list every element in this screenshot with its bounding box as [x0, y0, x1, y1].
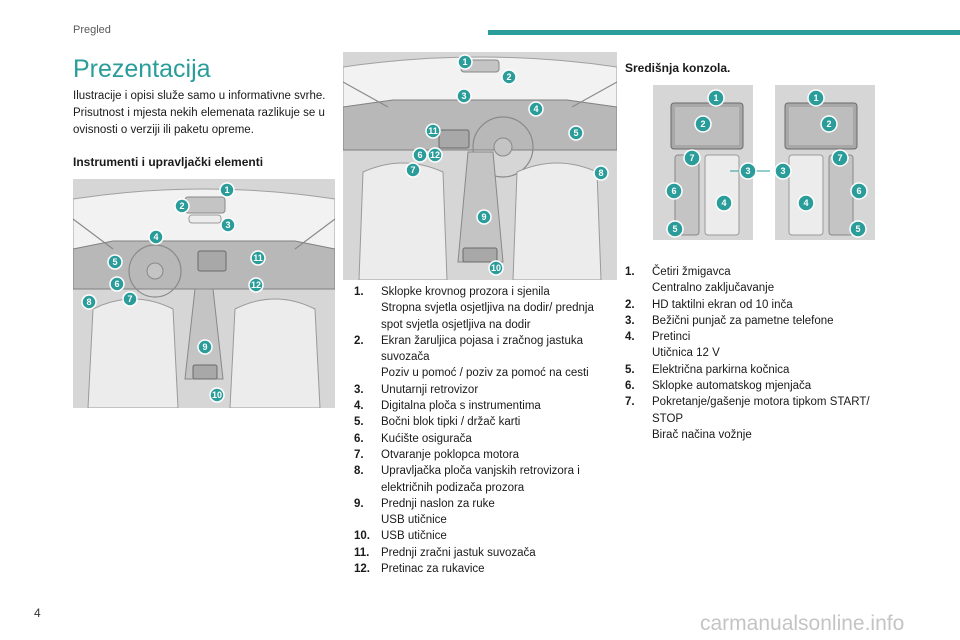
instruments-heading: Instrumenti i upravljački elementi: [73, 155, 264, 169]
legend-item: 2. Ekran žaruljica pojasa i zračnog jastu…: [354, 333, 609, 382]
legend-item: 8. Upravljačka ploča vanjskih retrovizora…: [354, 463, 609, 496]
legend-item-line: Sklopke krovnog prozora i sjenila: [381, 286, 550, 298]
legend-item-line: Kućište osigurača: [381, 432, 472, 445]
legend-item-text: Unutarnji retrovizor: [381, 382, 609, 398]
legend-item: 7. Otvaranje poklopca motora: [354, 447, 609, 463]
legend-item-text: Pretinac za rukavice: [381, 561, 609, 577]
legend-item: 11. Prednji zračni jastuk suvozača: [354, 545, 609, 561]
legend-item-line: Prednji naslon za ruke: [381, 497, 495, 510]
legend-item-number: 1.: [354, 286, 364, 298]
legend-item: 4. Digitalna ploča s instrumentima: [354, 398, 609, 414]
legend-item: 5. Bočni blok tipki / držač karti: [354, 414, 609, 430]
page-number: 4: [34, 606, 41, 620]
legend-item-number: 3.: [625, 314, 635, 327]
legend-item-line: Električna parkirna kočnica: [652, 363, 790, 376]
legend-item-line: Bočni blok tipki / držač karti: [381, 416, 521, 429]
legend-item-text: Digitalna ploča s instrumentima: [381, 398, 609, 414]
legend-item-line: Prednji zračni jastuk suvozača: [381, 546, 536, 559]
legend-item-line: Unutarnji retrovizor: [381, 383, 479, 396]
console-illustration: [653, 85, 875, 240]
header-section-label: Pregled: [73, 24, 111, 36]
legend-item-text: Kućište osigurača: [381, 431, 609, 447]
legend-item-number: 4.: [625, 331, 635, 344]
legend-item: 5. Električna parkirna kočnica: [625, 362, 887, 378]
legend-item-text: USB utičnice: [381, 528, 609, 544]
legend-item-line: Četiri žmigavca: [652, 266, 731, 278]
watermark: carmanualsonline.info: [700, 612, 905, 635]
legend-item-number: 6.: [625, 380, 635, 393]
legend-item: 3. Bežični punjač za pametne telefone: [625, 313, 887, 329]
legend-item-line: Centralno zaključavanje: [652, 282, 775, 295]
intro-paragraph: Ilustracije i opisi služe samo u informa…: [73, 90, 326, 136]
legend-item-line: Upravljačka ploča vanjskih retrovizora i…: [381, 465, 580, 494]
legend-item-number: 7.: [625, 396, 635, 409]
legend-item-number: 3.: [354, 383, 364, 396]
dashboard-illustration: [73, 179, 335, 408]
legend-item-number: 2.: [354, 334, 364, 347]
legend-item-number: 2.: [625, 298, 635, 311]
legend-item-number: 5.: [354, 416, 364, 429]
legend-item: 12. Pretinac za rukavice: [354, 561, 609, 577]
legend-item-text: Ekran žaruljica pojasa i zračnog jastuka…: [381, 333, 609, 382]
legend-item: 6. Kućište osigurača: [354, 431, 609, 447]
legend-item-number: 7.: [354, 448, 364, 461]
legend-item: 7. Pokretanje/gašenje motora tipkom START…: [625, 394, 887, 443]
legend-item-number: 6.: [354, 432, 364, 445]
legend-item: 6. Sklopke automatskog mjenjača: [625, 378, 887, 394]
legend-item-line: USB utičnice: [381, 514, 447, 527]
legend-item-text: Električna parkirna kočnica: [652, 362, 887, 378]
legend-item-number: 12.: [354, 563, 370, 576]
header-accent-bar: [488, 30, 960, 35]
legend-item-line: Sklopke automatskog mjenjača: [652, 380, 812, 393]
legend-item-number: 5.: [625, 363, 635, 376]
legend-item-text: Otvaranje poklopca motora: [381, 447, 609, 463]
legend-item-line: Pretinac za rukavice: [381, 563, 485, 576]
legend-item-text: HD taktilni ekran od 10 inča: [652, 297, 887, 313]
legend-item-line: Digitalna ploča s instrumentima: [381, 400, 541, 413]
legend-item-line: Otvaranje poklopca motora: [381, 448, 520, 461]
legend-item-line: Utičnica 12 V: [652, 347, 720, 360]
legend-item: 10. USB utičnice: [354, 528, 609, 544]
legend-item-text: Sklopke automatskog mjenjača: [652, 378, 887, 394]
legend-item-text: Prednji zračni jastuk suvozača: [381, 545, 609, 561]
legend-item-number: 4.: [354, 400, 364, 413]
legend-item-line: Pokretanje/gašenje motora tipkom START/ …: [652, 396, 870, 425]
legend-item-line: Birač načina vožnje: [652, 428, 752, 441]
legend-item-text: Bežični punjač za pametne telefone: [652, 313, 887, 329]
legend-item-line: USB utičnice: [381, 530, 447, 543]
legend-item-line: HD taktilni ekran od 10 inča: [652, 298, 793, 311]
legend-item: 3. Unutarnji retrovizor: [354, 382, 609, 398]
legend-item-line: Bežični punjač za pametne telefone: [652, 314, 834, 327]
legend-item-line: Ekran žaruljica pojasa i zračnog jastuka…: [381, 334, 583, 364]
legend-item-number: 9.: [354, 497, 364, 510]
legend-item-line: Poziv u pomoć / poziv za pomoć na cesti: [381, 367, 589, 380]
legend-item: 2. HD taktilni ekran od 10 inča: [625, 297, 887, 313]
legend-item-text: Pokretanje/gašenje motora tipkom START/ …: [652, 394, 887, 443]
console-heading: Središnja konzola.: [625, 61, 731, 75]
legend-item-number: 10.: [354, 530, 370, 543]
legend-item-number: 1.: [625, 266, 635, 278]
legend-item-number: 8.: [354, 465, 364, 478]
cockpit-illustration: [343, 52, 617, 280]
legend-item-text: Upravljačka ploča vanjskih retrovizora i…: [381, 463, 609, 496]
legend-item-number: 11.: [354, 546, 370, 559]
page-title: Prezentacija: [73, 55, 211, 83]
legend-item-line: Stropna svjetla osjetljiva na dodir/ pre…: [381, 302, 594, 331]
legend-item-line: Pretinci: [652, 331, 691, 344]
legend-item-text: Bočni blok tipki / držač karti: [381, 414, 609, 430]
